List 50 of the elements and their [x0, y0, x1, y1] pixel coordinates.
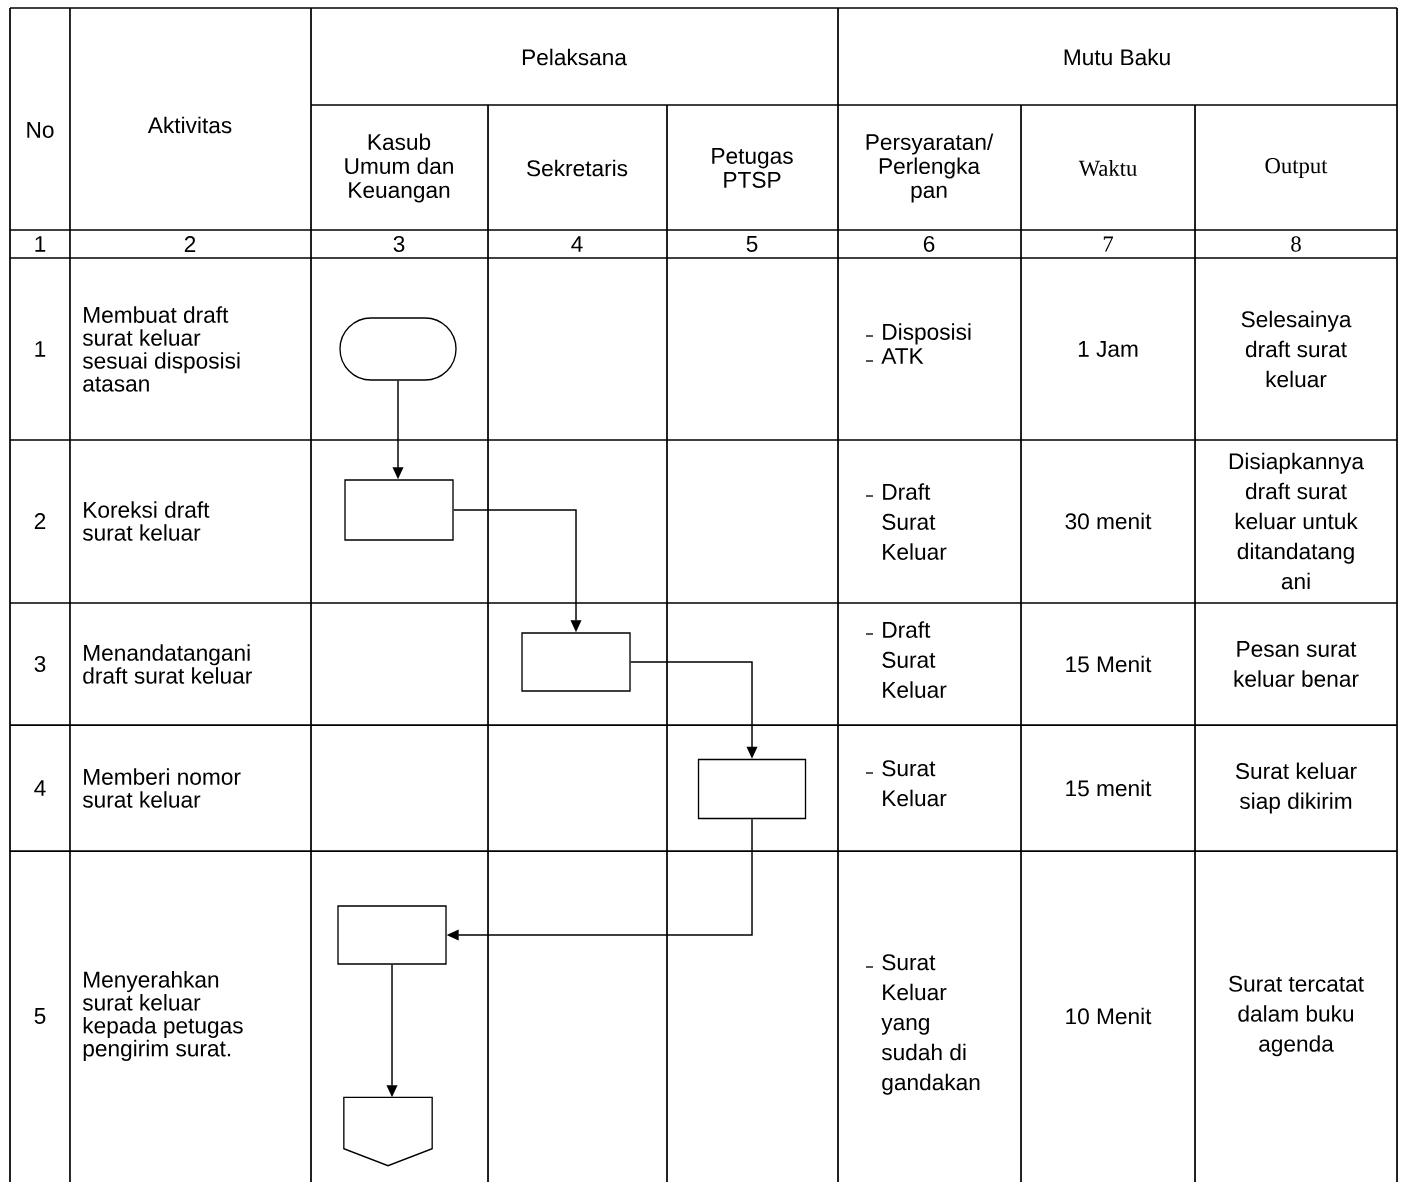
time-text: 15 Menit	[1066, 655, 1152, 673]
column-number: 4	[571, 236, 583, 252]
column-header: Mutu Baku	[1064, 48, 1170, 66]
off-page-connector	[343, 1096, 433, 1167]
column-number: 6	[923, 236, 935, 253]
output-text: Surat tercatat dalam buku agenda	[1229, 975, 1364, 1057]
row-number: 4	[34, 780, 46, 796]
column-header: Pelaksana	[522, 48, 627, 66]
column-number: 7	[1103, 236, 1114, 252]
process-box	[697, 758, 807, 820]
column-header: Sekretaris	[527, 159, 628, 177]
activity-text: Memberi nomor surat keluar	[82, 768, 241, 808]
output-text: Selesainya draft surat keluar	[1241, 310, 1352, 388]
row-number: 2	[34, 513, 46, 529]
requirement-text: ATK	[881, 348, 924, 364]
requirement-text: Disposisi	[883, 323, 971, 345]
column-header: Petugas PTSP	[712, 148, 793, 188]
activity-text: Menyerahkan surat keluar kepada petugas pengirim surat.	[82, 971, 243, 1061]
column-header: Persyaratan/ Perlengka pan	[866, 133, 994, 203]
process-box	[521, 632, 631, 692]
time-text: 30 menit	[1065, 512, 1152, 530]
output-text: Disiapkannya draft surat keluar untuk ditandatang ani	[1229, 452, 1365, 590]
activity-text: Menandatangani draft surat keluar	[83, 644, 252, 684]
output-text: Pesan surat keluar benar	[1234, 641, 1359, 687]
column-number: 2	[184, 236, 196, 252]
process-box	[344, 479, 454, 541]
requirement-text: Surat Keluar	[882, 760, 947, 807]
time-text: 15 menit	[1066, 779, 1152, 797]
column-number: 1	[35, 236, 46, 252]
activity-text: Membuat draft surat keluar sesuai disposisi atasan	[82, 306, 240, 392]
time-text: 10 Menit	[1066, 1007, 1152, 1025]
column-header: No	[27, 122, 54, 138]
output-text: Surat keluar siap dikirim	[1235, 762, 1357, 814]
row-number: 3	[34, 656, 46, 673]
time-text: 1 Jam	[1078, 341, 1138, 357]
column-header: Kasub Umum dan Keuangan	[345, 133, 453, 203]
column-header: Output	[1265, 158, 1328, 178]
column-number: 3	[393, 236, 405, 253]
activity-text: Koreksi draft surat keluar	[82, 501, 210, 541]
process-box	[337, 905, 447, 965]
row-number: 5	[34, 1008, 46, 1024]
requirement-text: Surat Keluar yang sudah di gandakan	[881, 954, 980, 1095]
terminator-shape	[339, 317, 457, 381]
row-number: 1	[35, 341, 46, 357]
column-header: Aktivitas	[147, 116, 232, 134]
requirement-text: Draft Surat Keluar	[882, 483, 947, 560]
requirement-text: Draft Surat Keluar	[882, 621, 947, 698]
column-number: 8	[1291, 236, 1301, 252]
column-number: 5	[746, 236, 758, 252]
column-header: Waktu	[1078, 159, 1137, 177]
